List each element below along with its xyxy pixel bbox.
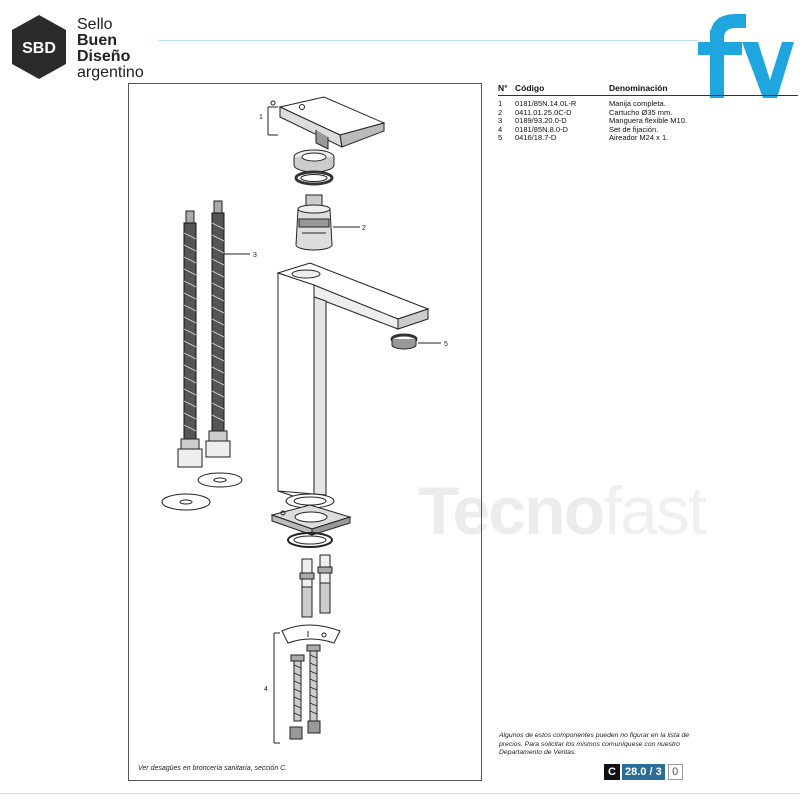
footer-divider — [0, 793, 800, 794]
table-row: 3 0189/93.20.0-D Manguera flexible M10. — [498, 116, 798, 126]
base-plate — [270, 504, 352, 536]
page-number: 28.0 / 3 — [622, 764, 665, 780]
row-code: 0181/85N.8.0-D — [515, 124, 568, 134]
header-description: Denominación — [609, 83, 798, 96]
sbd-label: Sello Buen Diseño argentino — [77, 17, 144, 81]
callout-5: 5 — [444, 341, 448, 348]
table-row: 1 0181/85N.14.0L-R Manija completa. — [498, 99, 798, 109]
sbd-line-3: Diseño — [77, 48, 131, 65]
row-number: 3 — [498, 116, 503, 125]
sbd-badge-text: SBD — [22, 40, 56, 57]
watermark: Tecnofast — [418, 472, 707, 550]
page-code: C 28.0 / 3 0 — [604, 764, 683, 780]
sbd-line-2: Buen — [77, 32, 117, 49]
drawing-frame — [128, 83, 482, 781]
handle-part — [267, 96, 386, 150]
cartridge-part — [295, 194, 360, 251]
sbd-line-4: argentino — [77, 64, 144, 81]
o-ring — [294, 170, 334, 186]
fv-logo: fv — [698, 14, 794, 98]
header-divider — [158, 40, 698, 41]
callout-1: 1 — [259, 114, 263, 121]
bonnet-ring — [293, 149, 335, 173]
escutcheon-discs — [161, 472, 243, 511]
row-description: Manguera flexible M10. — [609, 116, 687, 125]
fixing-set — [273, 624, 341, 744]
row-description: Set de fijación. — [609, 124, 659, 134]
row-number: 4 — [498, 124, 503, 134]
row-number: 5 — [498, 133, 503, 142]
row-description: Aireador M24 x 1. — [609, 133, 669, 142]
sbd-logo: SBD — [12, 15, 66, 79]
page-revision: 0 — [667, 764, 683, 780]
row-number: 2 — [498, 107, 503, 117]
base-gasket — [285, 493, 335, 509]
row-code: 0181/85N.14.0L-R — [515, 99, 577, 108]
aerator-part — [390, 333, 441, 350]
callout-2: 2 — [362, 225, 366, 232]
hose-right — [205, 200, 231, 458]
callout-4: 4 — [264, 686, 268, 693]
table-header-row: N° Código Denominación — [498, 83, 798, 96]
sbd-line-1: Sello — [77, 16, 113, 33]
hose-left — [177, 210, 203, 468]
header-code: Código — [515, 83, 609, 96]
watermark-bold: Tecno — [418, 473, 605, 549]
row-description: Cartucho Ø35 mm. — [609, 107, 673, 117]
drawing-footnote: Ver desagües en broncería sanitaria, sec… — [138, 765, 288, 772]
row-code: 0411.01.25.0C-D — [515, 107, 572, 117]
faucet-body — [276, 262, 430, 504]
table-row: 5 0416/18.7-D Aireador M24 x 1. — [498, 133, 798, 143]
exploded-view-drawing: 1 2 3 4 5 — [161, 96, 448, 744]
header-number: N° — [498, 83, 515, 96]
callout-3: 3 — [253, 252, 257, 259]
row-description: Manija completa. — [609, 99, 666, 108]
hose-connectors — [299, 554, 333, 618]
flexible-hoses — [177, 200, 250, 468]
table-row: 2 0411.01.25.0C-D Cartucho Ø35 mm. — [498, 107, 798, 118]
availability-note: Algunos de estos componentes pueden no f… — [499, 732, 690, 757]
section-letter: C — [604, 764, 620, 780]
watermark-light: fast — [603, 473, 707, 549]
base-o-ring — [287, 532, 333, 548]
row-number: 1 — [498, 99, 503, 108]
table-row: 4 0181/85N.8.0-D Set de fijación. — [498, 124, 798, 135]
parts-table: N° Código Denominación 1 0181/85N.14.0L-… — [498, 83, 798, 143]
row-code: 0189/93.20.0-D — [515, 116, 567, 125]
row-code: 0416/18.7-D — [515, 133, 557, 142]
